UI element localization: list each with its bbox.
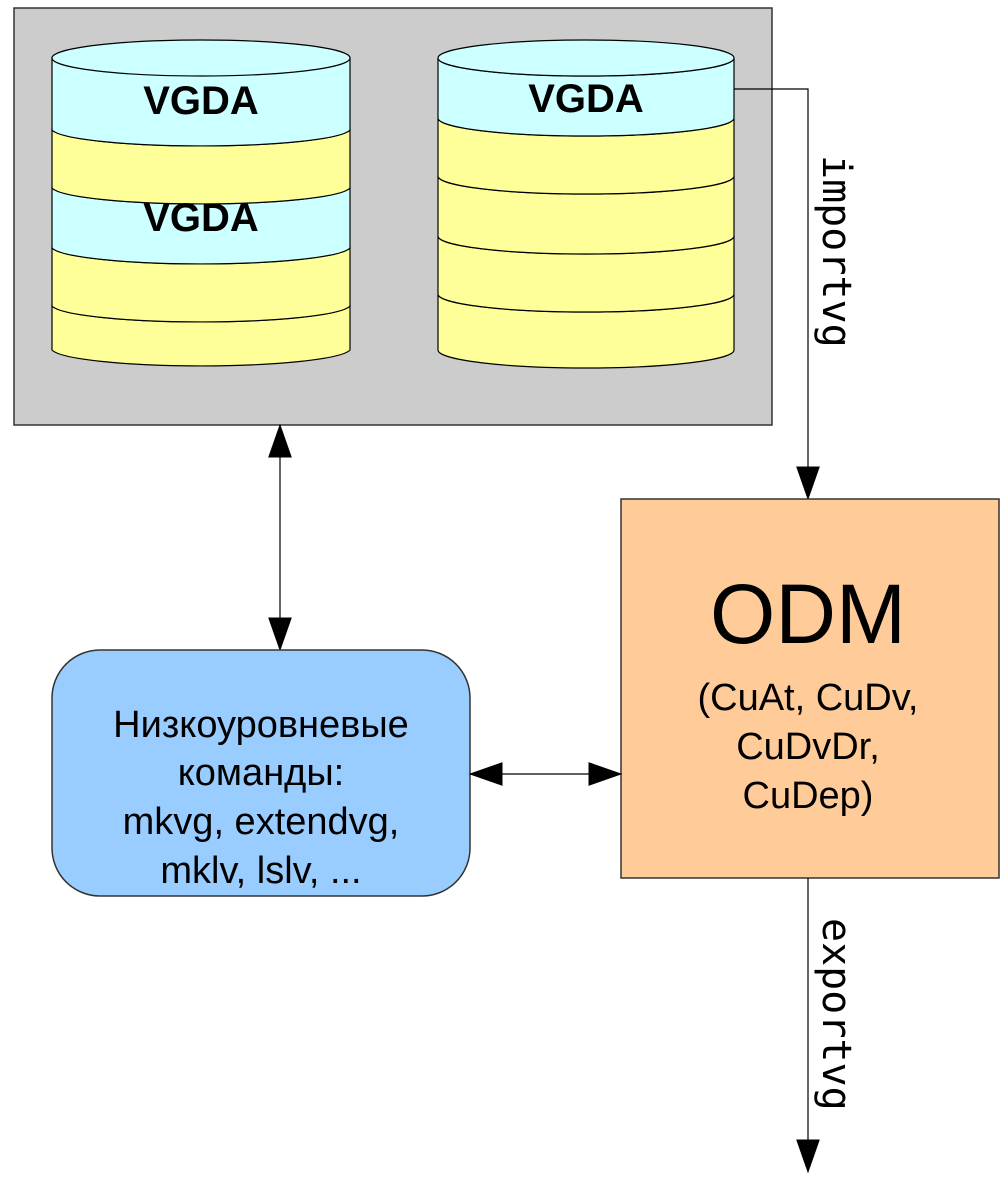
vgda-label-mid-left: VGDA (143, 196, 259, 240)
disk-top (51, 39, 351, 77)
exportvg-label: exportvg (813, 918, 859, 1111)
vgda-label-top-right: VGDA (528, 77, 644, 121)
odm-title: ODM (710, 567, 906, 661)
commands-line-1: Низкоуровневые (113, 704, 409, 746)
disk-right: VGDA (437, 39, 735, 369)
odm-line-3: CuDep) (743, 775, 874, 817)
odm-line-2: CuDvDr, (736, 726, 880, 768)
vgda-label-top-left: VGDA (143, 79, 259, 123)
commands-line-2: команды: (178, 752, 344, 794)
commands-line-3: mkvg, extendvg, (123, 801, 400, 843)
importvg-label: importvg (813, 155, 859, 348)
commands-line-4: mklv, lslv, ... (160, 850, 361, 892)
odm-box (620, 498, 1000, 879)
importvg-arrow (734, 88, 820, 501)
odm-line-1: (CuAt, CuDv, (697, 677, 918, 719)
disk-left: VGDA VGDA (51, 39, 351, 367)
disk-top (437, 39, 735, 77)
